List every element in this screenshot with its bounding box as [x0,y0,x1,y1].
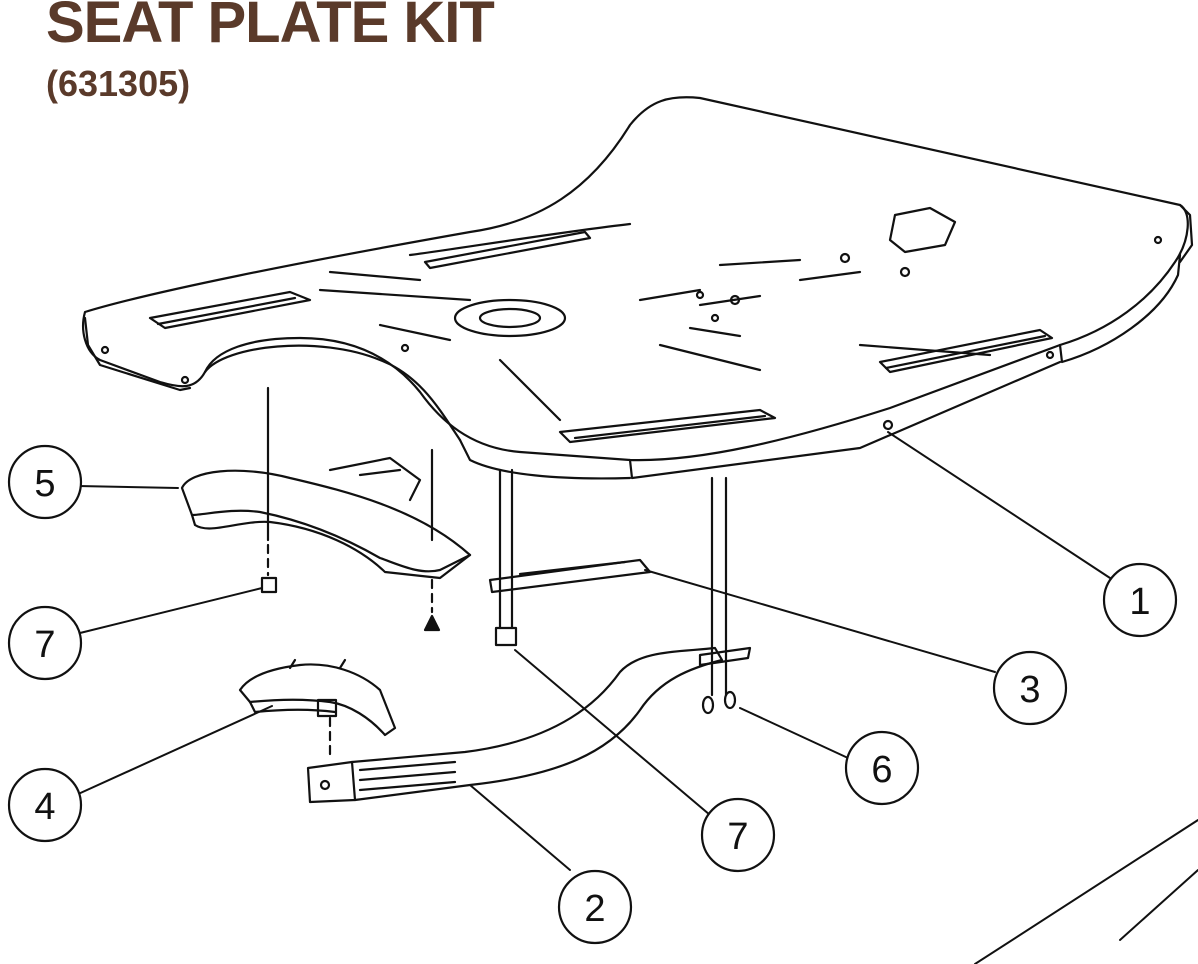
callout-3: 3 [992,650,1068,726]
plate-bar-part [488,558,652,594]
callout-1: 1 [1102,562,1178,638]
callout-4: 4 [7,767,83,843]
callout-7-left: 7 [7,605,83,681]
fasteners [260,386,737,762]
callout-1-label: 1 [1129,581,1150,623]
callout-2: 2 [557,869,633,945]
callout-7-left-label: 7 [34,624,55,666]
callout-4-label: 4 [34,786,55,828]
callout-7-right: 7 [700,797,776,873]
seat-plate-part [82,96,1194,480]
clamp-part [238,658,397,737]
callout-5: 5 [7,444,83,520]
bracket-part [180,456,472,580]
callout-2-label: 2 [584,888,605,930]
rail-part [306,646,752,804]
callout-5-label: 5 [34,463,55,505]
callout-3-label: 3 [1019,669,1040,711]
callout-6-label: 6 [871,749,892,791]
callout-6: 6 [844,730,920,806]
callout-7-right-label: 7 [727,816,748,858]
diagram-title: SEAT PLATE KIT [46,0,495,55]
part-number: (631305) [46,63,191,104]
leader-lines [75,431,1198,964]
